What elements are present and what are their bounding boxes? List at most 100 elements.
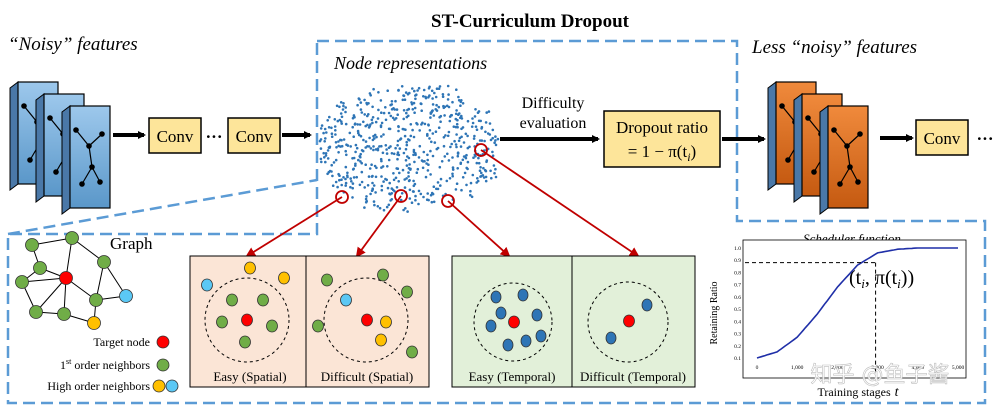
easy-spatial-caption: Easy (Spatial) [213,369,286,384]
scatter-point [388,192,391,195]
scatter-point [446,98,450,101]
scatter-point [371,174,374,178]
xtick-label: 3,000 [871,365,884,371]
scatter-point [380,135,383,138]
scatter-point [412,148,416,152]
scatter-point [397,88,400,92]
stack-edge [81,166,93,185]
red-arrow-2 [355,195,402,258]
ytick-label: 0.2 [734,344,741,350]
scatter-point [380,175,383,178]
scatter-point [385,148,388,151]
scatter-point [474,154,477,158]
panel-node [377,268,389,282]
scatter-point [494,139,497,142]
scatter-point [454,143,458,146]
scatter-point [325,131,328,134]
scatter-point [390,100,394,103]
scatter-point [393,190,396,193]
scatter-point [394,146,397,150]
scatter-point [324,152,328,155]
scatter-point [407,175,410,178]
scatter-point [369,147,373,150]
neighborhood-ring [204,277,290,363]
noisy-features-label: “Noisy” features [8,34,138,55]
scatter-point [369,123,372,126]
stack-node [785,157,791,163]
scatter-point [386,165,389,168]
scatter-point [324,137,327,140]
scatter-point [493,172,496,175]
stack-node [99,131,105,137]
scatter-point [469,193,472,197]
scatter-point [483,139,486,143]
scatter-point [437,126,441,129]
panel-node [361,313,373,327]
scatter-point [413,111,416,114]
scatter-point [402,117,406,121]
legend-high-order-dot-blue [165,379,179,393]
scatter-point [330,163,334,167]
legend-first-order: 1st order neighbors [60,357,150,372]
scatter-point [433,141,437,144]
scatter-point [346,174,349,177]
stack-node [86,143,92,149]
scatter-point [455,133,458,136]
scatter-point [344,149,348,153]
scatter-point [342,176,345,179]
chart-frame [742,239,967,379]
red-arrow-1 [245,196,343,258]
scatter-point [380,121,384,125]
scatter-point [326,119,330,122]
scatter-point [420,102,423,106]
scatter-point [416,167,420,171]
scatter-point [340,178,343,181]
stack-node [844,143,850,149]
scatter-point [491,136,495,140]
scatter-point [468,145,471,149]
scatter-point [374,175,378,179]
scatter-point [371,138,375,142]
graph-node [25,238,39,252]
panel-node [517,288,529,302]
scatter-point [494,135,497,138]
xtick-label: 4,000 [912,365,925,371]
scatter-point [368,167,372,170]
scatter-point [434,108,438,111]
stack-edge [49,117,64,135]
scatter-point [450,113,454,117]
scatter-point [454,117,458,121]
conv-block-2-label: Conv [236,127,273,146]
easy-temporal-caption: Easy (Temporal) [469,369,556,384]
scatter-point [410,101,413,104]
stack-edge [846,145,851,168]
scatter-point [406,210,409,213]
scatter-point [355,146,359,150]
scatter-point [415,121,418,125]
scatter-point [455,88,458,91]
scatter-point [474,108,477,111]
highlight-circle-4 [474,143,488,157]
neighborhood-ring [473,282,553,362]
scatter-point [370,163,373,166]
ytick-label: 0.5 [734,307,741,313]
scatter-point [466,119,470,123]
scatter-point [340,115,344,119]
scatter-point [371,121,374,125]
scatter-point [424,175,428,179]
scatter-point [430,140,433,144]
scatter-point [476,177,479,180]
ytick-label: 0.6 [734,295,741,301]
scatter-point [356,123,360,126]
stack-node [47,115,53,121]
scatter-point [340,122,344,125]
scatter-point [392,178,396,182]
scatter-point [473,134,476,138]
scatter-point [428,137,431,140]
scatter-point [396,139,400,143]
scatter-point [397,180,401,183]
scatter-point [423,160,426,163]
scatter-point [479,175,482,178]
scatter-point [358,123,362,126]
scatter-point [446,134,450,138]
